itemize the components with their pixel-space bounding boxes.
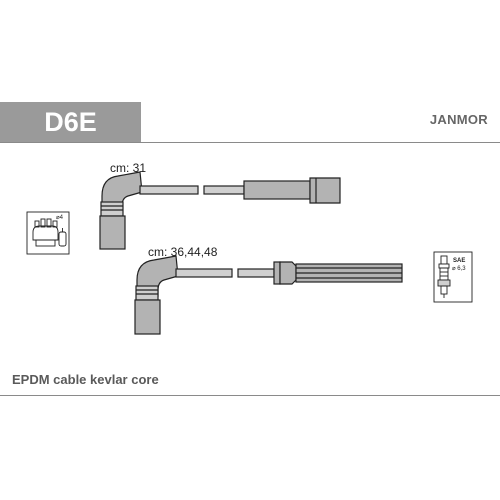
cable-2-boot-body: [134, 299, 161, 335]
cable-1-wire-b: [203, 185, 245, 195]
cable-1-boot-body: [99, 215, 126, 250]
spark-plug-icon: [433, 251, 473, 303]
distributor-cap-icon: [26, 211, 70, 255]
cable-description: EPDM cable kevlar core: [12, 372, 159, 387]
cable-2: [134, 255, 403, 335]
cable-2-connector-flange: [273, 261, 281, 285]
cable-2-wire-b: [237, 268, 275, 278]
bottom-divider: [0, 395, 500, 396]
cable-1-end-cap: [309, 177, 341, 204]
cable-1-wire-a: [139, 185, 199, 195]
cable-1: [99, 171, 341, 250]
distributor-diameter-label: ⌀4: [56, 215, 64, 221]
cable-2-boot-collar: [135, 285, 159, 301]
spark-plug-sae-label: SAE: [453, 258, 465, 264]
cable-2-connector-neck: [279, 261, 297, 285]
cable-2-length-label: cm: 36,44,48: [148, 245, 218, 259]
spark-plug-diameter-label: ⌀ 6,3: [452, 266, 466, 272]
cable-1-boot-collar: [100, 201, 124, 217]
top-divider: [0, 142, 500, 143]
cable-1-length-label: cm: 31: [110, 161, 147, 175]
cable-1-connector: [243, 180, 311, 200]
part-code-badge: D6E: [0, 102, 141, 142]
cable-2-wire-a: [175, 268, 233, 278]
brand-label: JANMOR: [429, 112, 488, 127]
